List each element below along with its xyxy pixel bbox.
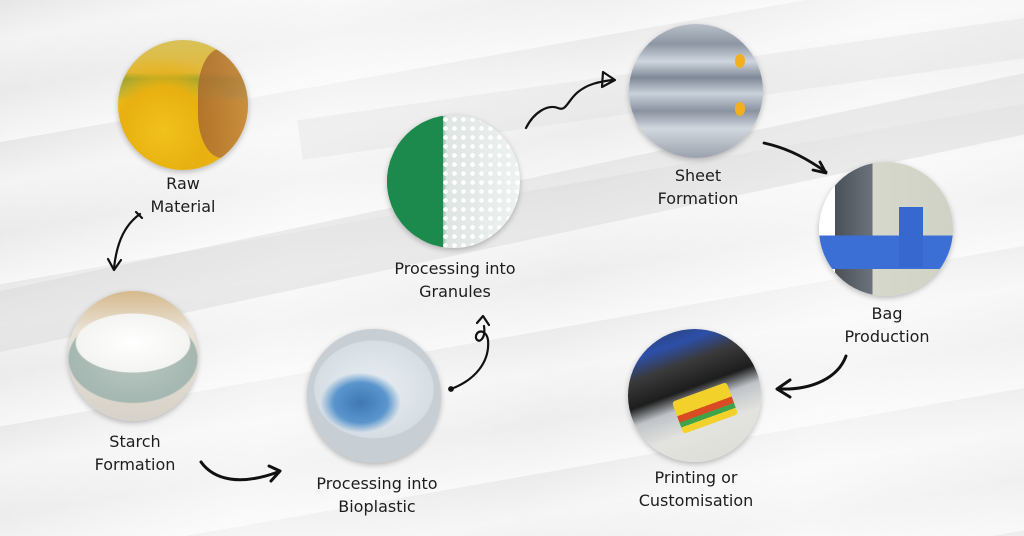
- starch-formation-image: [68, 291, 198, 421]
- bioplastic-image: [307, 329, 441, 463]
- bag-production-label: Bag Production: [844, 304, 930, 346]
- printing-label: Printing or Customisation: [638, 468, 754, 510]
- starch-formation-label: Starch Formation: [94, 432, 176, 474]
- raw-material-image: [118, 40, 248, 170]
- bioplastic-label: Processing into Bioplastic: [316, 474, 438, 516]
- sheet-formation-label: Sheet Formation: [657, 166, 739, 208]
- printing-image: [628, 329, 761, 462]
- sheet-formation-image: [629, 24, 763, 158]
- raw-material-label: Raw Material: [150, 174, 216, 216]
- granules-label: Processing into Granules: [394, 259, 516, 301]
- granules-image: [387, 115, 520, 248]
- bag-production-image: [819, 162, 953, 296]
